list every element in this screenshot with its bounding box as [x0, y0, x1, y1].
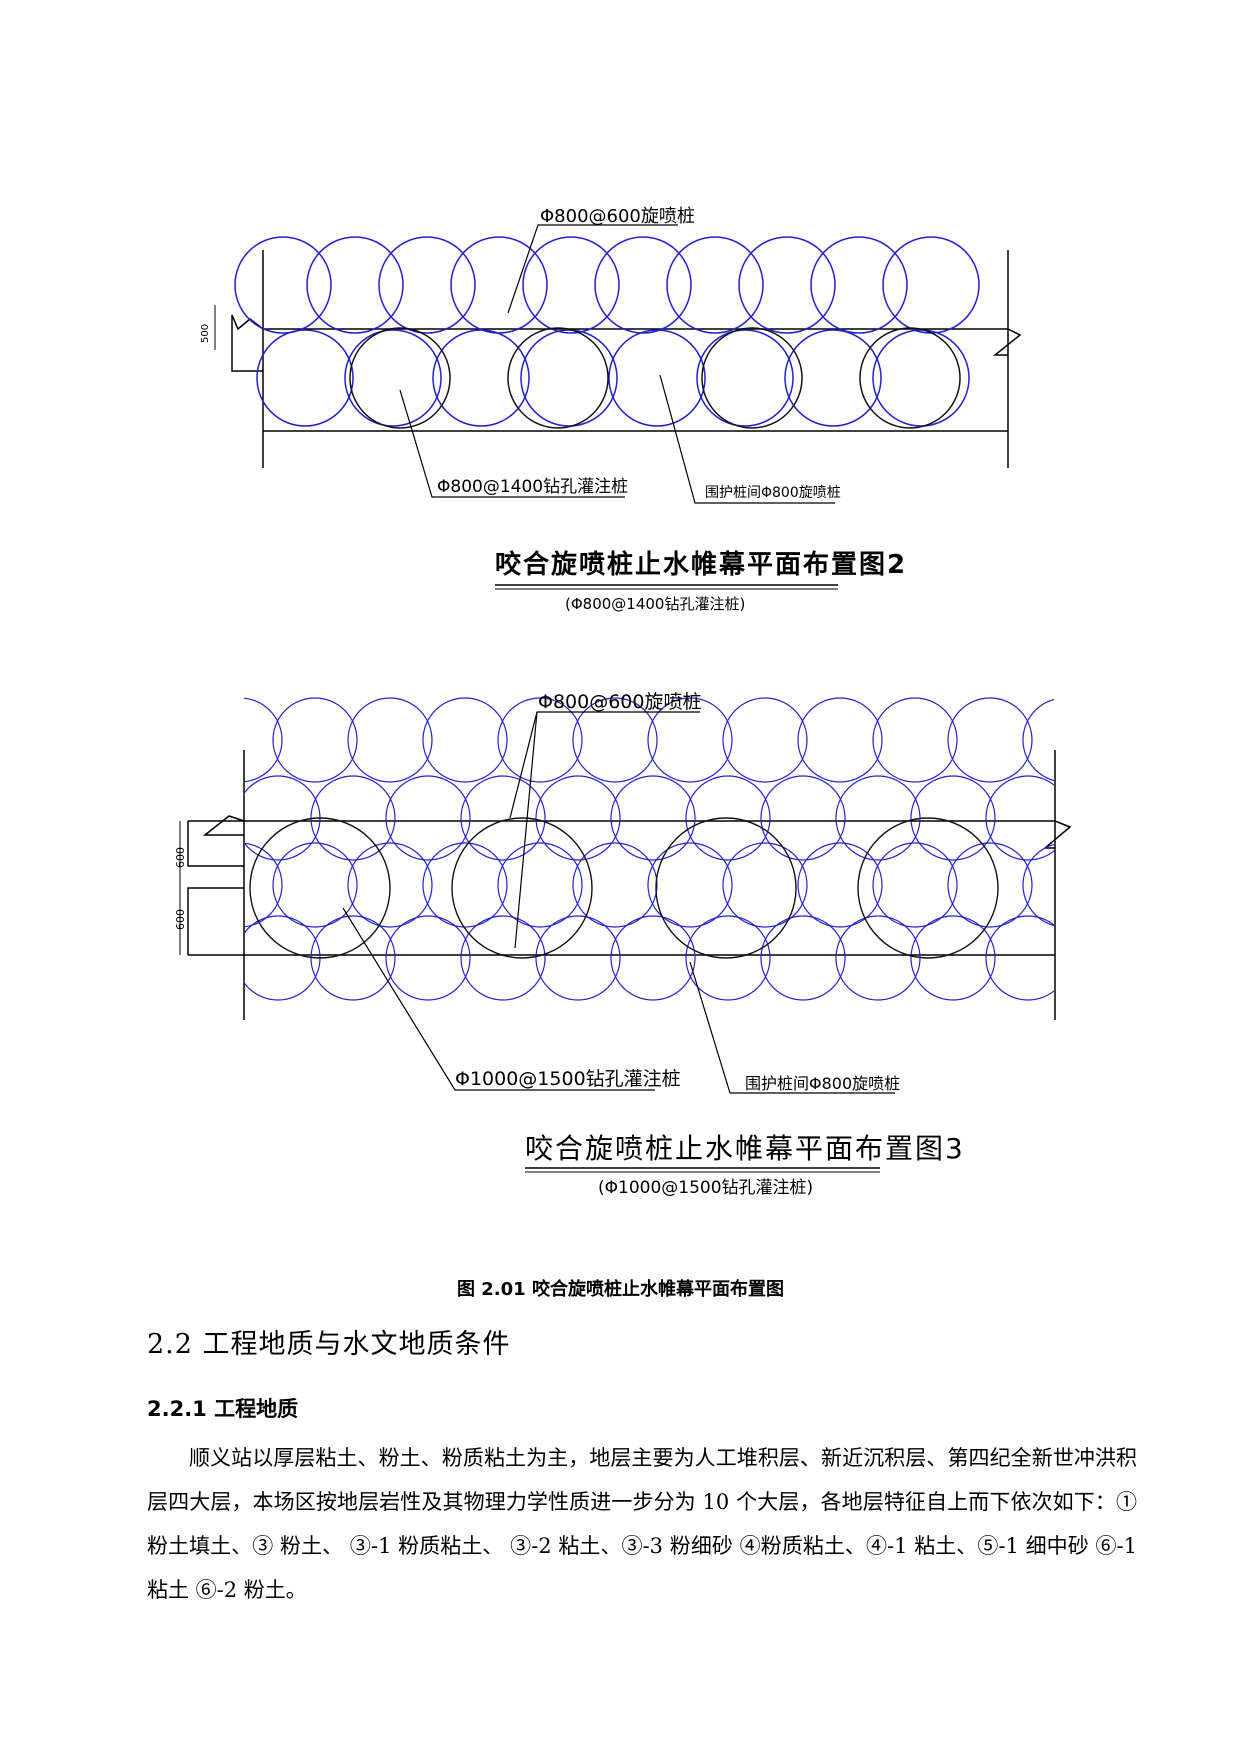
jet-grout-pile	[432, 329, 530, 427]
jet-grout-pile	[572, 842, 658, 928]
diagram3-title: 咬合旋喷桩止水帷幕平面布置图3	[525, 1132, 965, 1165]
diagram3-dim-bottom: 600	[174, 909, 187, 930]
jet-grout-pile	[666, 236, 764, 334]
jet-grout-pile	[910, 775, 996, 861]
jet-grout-pile	[244, 697, 283, 783]
jet-grout-pile	[450, 236, 548, 334]
jet-grout-pile	[1022, 843, 1054, 927]
bored-pile	[655, 817, 797, 959]
jet-grout-pile	[306, 236, 404, 334]
bored-pile	[249, 817, 391, 959]
jet-grout-pile	[234, 236, 332, 334]
jet-grout-pile	[256, 329, 354, 427]
diagram3-jet-grout-piles	[244, 697, 1054, 1001]
bored-pile	[349, 327, 451, 429]
jet-grout-pile	[872, 842, 958, 928]
diagram2-bored-piles	[349, 327, 961, 429]
diagram2-dim: 500	[200, 324, 211, 343]
bored-pile	[701, 327, 803, 429]
jet-grout-pile	[244, 915, 321, 1001]
diagram3-subtitle: (Φ1000@1500钻孔灌注桩)	[598, 1178, 813, 1198]
diagram3-lines	[179, 750, 1072, 1020]
diagram3-leaders	[342, 711, 895, 1094]
jet-grout-pile	[347, 697, 433, 783]
jet-grout-pile	[685, 775, 771, 861]
diagram2-lines	[214, 250, 1022, 468]
jet-grout-pile	[608, 329, 706, 427]
jet-grout-pile	[272, 842, 358, 928]
bored-pile	[857, 817, 999, 959]
jet-grout-pile	[647, 842, 733, 928]
jet-grout-pile	[272, 697, 358, 783]
jet-grout-pile	[722, 842, 808, 928]
body-paragraph: 顺义站以厚层粘土、粉土、粉质粘土为主，地层主要为人工堆积层、新近沉积层、第四纪全…	[147, 1446, 1137, 1602]
jet-grout-pile	[797, 842, 883, 928]
bored-pile	[451, 817, 593, 959]
jet-grout-pile	[385, 915, 471, 1001]
diagram3-bored-piles	[249, 817, 999, 959]
jet-grout-pile	[985, 775, 1054, 861]
jet-grout-pile	[784, 329, 882, 427]
jet-grout-pile	[810, 236, 908, 334]
jet-grout-pile	[522, 236, 620, 334]
jet-grout-pile	[244, 842, 283, 928]
diagram2-label-top: Φ800@600旋喷桩	[540, 206, 695, 227]
jet-grout-pile	[610, 775, 696, 861]
jet-grout-pile	[738, 236, 836, 334]
bored-pile	[507, 327, 609, 429]
jet-grout-pile	[1022, 698, 1054, 782]
jet-grout-pile	[347, 842, 433, 928]
jet-grout-pile	[460, 915, 546, 1001]
diagram2-subtitle: (Φ800@1400钻孔灌注桩)	[565, 595, 745, 613]
jet-grout-pile	[572, 697, 658, 783]
jet-grout-pile	[520, 329, 618, 427]
jet-grout-pile	[344, 329, 442, 427]
jet-grout-pile	[985, 915, 1054, 1001]
jet-grout-pile	[947, 842, 1033, 928]
diagram3-label-top: Φ800@600旋喷桩	[538, 691, 702, 713]
jet-grout-pile	[872, 329, 970, 427]
jet-grout-pile	[882, 236, 980, 334]
subsection-heading: 2.2.1 工程地质	[147, 1397, 299, 1421]
diagram2-label-left: Φ800@1400钻孔灌注桩	[437, 477, 628, 497]
jet-grout-pile	[535, 915, 621, 1001]
diagram3-dim-top: 600	[174, 847, 187, 868]
jet-grout-pile	[947, 697, 1033, 783]
jet-grout-pile	[685, 915, 771, 1001]
jet-grout-pile	[722, 697, 808, 783]
jet-grout-pile	[835, 775, 921, 861]
jet-grout-pile	[378, 236, 476, 334]
jet-grout-pile	[422, 697, 508, 783]
jet-grout-pile	[760, 775, 846, 861]
jet-grout-pile	[422, 842, 508, 928]
diagram3-label-left: Φ1000@1500钻孔灌注桩	[455, 1068, 681, 1090]
jet-grout-pile	[872, 697, 958, 783]
diagram2-label-right: 围护桩间Φ800旋喷桩	[705, 484, 841, 501]
diagram2-leaders	[399, 224, 835, 504]
diagram2-jet-grout-piles	[234, 236, 980, 427]
jet-grout-pile	[910, 915, 996, 1001]
jet-grout-pile	[835, 915, 921, 1001]
jet-grout-pile	[497, 697, 583, 783]
jet-grout-pile	[594, 236, 692, 334]
figure-caption: 图 2.01 咬合旋喷桩止水帷幕平面布置图	[457, 1279, 784, 1300]
diagram2-title: 咬合旋喷桩止水帷幕平面布置图2	[495, 549, 907, 580]
jet-grout-pile	[797, 697, 883, 783]
pile-layout-diagram-2: Φ800@600旋喷桩 Φ800@1400钻孔灌注桩 围护桩间Φ800旋喷桩 5…	[200, 206, 1022, 613]
jet-grout-pile	[385, 775, 471, 861]
diagram3-label-right: 围护桩间Φ800旋喷桩	[745, 1074, 900, 1093]
jet-grout-pile	[610, 915, 696, 1001]
pile-layout-diagram-3: Φ800@600旋喷桩 Φ1000@1500钻孔灌注桩 围护桩间Φ800旋喷桩 …	[174, 691, 1072, 1198]
jet-grout-pile	[696, 329, 794, 427]
bored-pile	[859, 327, 961, 429]
jet-grout-pile	[497, 842, 583, 928]
jet-grout-pile	[647, 697, 733, 783]
jet-grout-pile	[760, 915, 846, 1001]
section-heading: 2.2 工程地质与水文地质条件	[147, 1329, 511, 1360]
jet-grout-pile	[244, 775, 321, 861]
jet-grout-pile	[535, 775, 621, 861]
jet-grout-pile	[460, 775, 546, 861]
